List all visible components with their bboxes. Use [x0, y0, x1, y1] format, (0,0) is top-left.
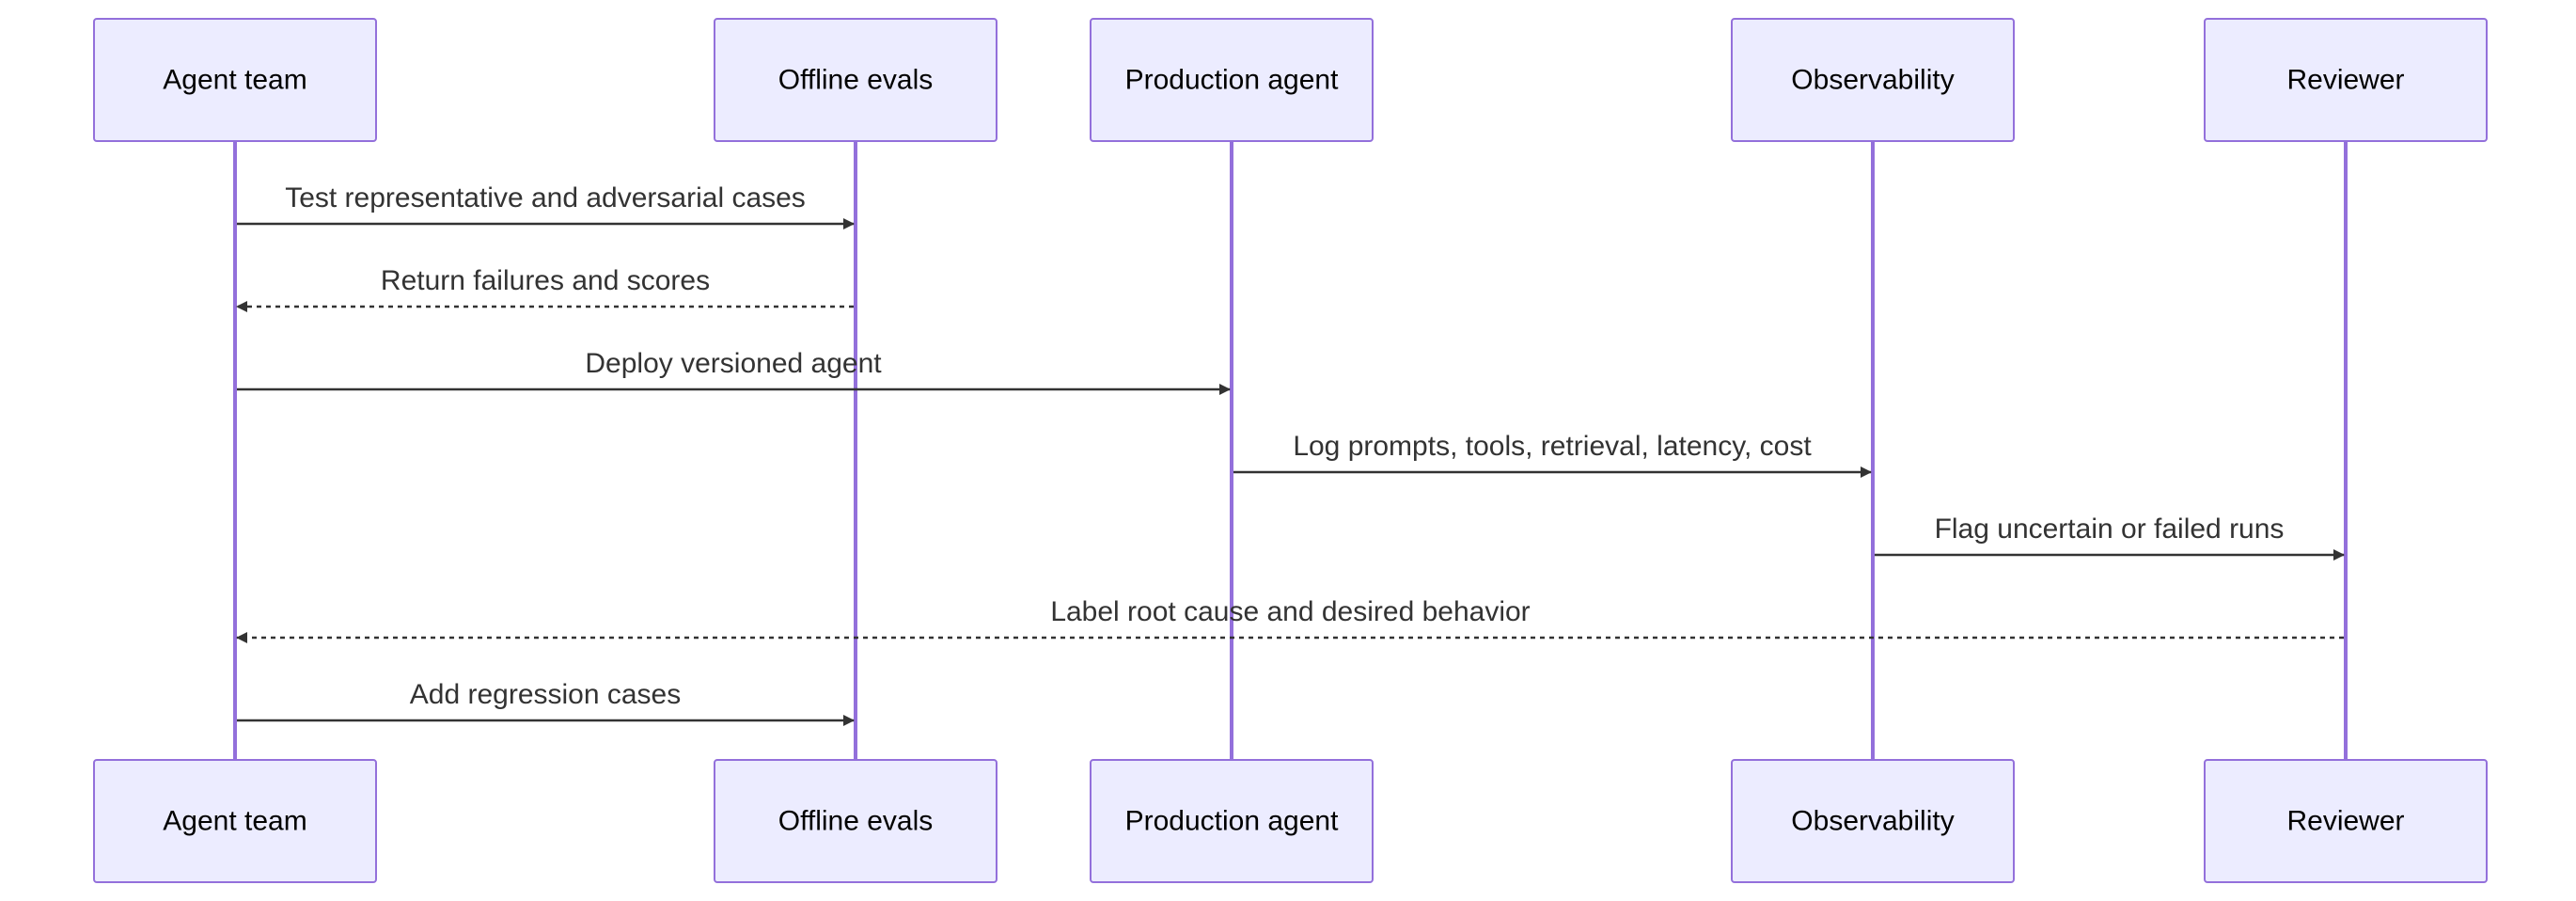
message-2: Return failures and scores: [236, 265, 854, 312]
participant-box: [1090, 18, 1374, 142]
participant-label: Agent team: [163, 806, 306, 837]
message-label: Test representative and adversarial case…: [285, 182, 806, 213]
participant-agent-team-bottom: Agent team: [93, 759, 377, 883]
participant-label: Observability: [1791, 65, 1954, 96]
participant-label: Observability: [1791, 806, 1954, 837]
message-1: Test representative and adversarial case…: [237, 182, 855, 229]
participant-box: [93, 18, 377, 142]
participant-label: Offline evals: [778, 65, 934, 96]
message-label: Return failures and scores: [381, 265, 710, 296]
participant-reviewer-bottom: Reviewer: [2204, 759, 2488, 883]
message-6: Label root cause and desired behavior: [236, 596, 2344, 643]
message-label: Log prompts, tools, retrieval, latency, …: [1293, 431, 1812, 462]
message-5: Flag uncertain or failed runs: [1875, 514, 2345, 561]
participant-label: Offline evals: [778, 806, 934, 837]
participant-box: [1731, 18, 2015, 142]
participant-label: Agent team: [163, 65, 306, 96]
participant-offline-evals-top: Offline evals: [714, 18, 997, 142]
participant-label: Production agent: [1125, 806, 1339, 837]
participant-box: [2204, 18, 2488, 142]
participant-box: [2204, 759, 2488, 883]
message-label: Label root cause and desired behavior: [1050, 596, 1530, 627]
participant-label: Reviewer: [2286, 65, 2404, 96]
participant-box: [714, 759, 997, 883]
message-label: Flag uncertain or failed runs: [1935, 514, 2285, 545]
participant-agent-team-top: Agent team: [93, 18, 377, 142]
participants-top: Agent team Offline evals Production agent O…: [93, 18, 2488, 142]
message-4: Log prompts, tools, retrieval, latency, …: [1233, 431, 1872, 478]
participant-label: Production agent: [1125, 65, 1339, 96]
participant-box: [1731, 759, 2015, 883]
participant-box: [93, 759, 377, 883]
participant-box: [714, 18, 997, 142]
message-label: Add regression cases: [410, 679, 682, 710]
message-7: Add regression cases: [237, 679, 855, 726]
participant-reviewer-top: Reviewer: [2204, 18, 2488, 142]
participant-label: Reviewer: [2286, 806, 2404, 837]
message-3: Deploy versioned agent: [237, 348, 1231, 395]
messages: Test representative and adversarial case…: [236, 182, 2345, 726]
participants-bottom: Agent team Offline evals Production agent O…: [93, 759, 2488, 883]
participant-offline-evals-bottom: Offline evals: [714, 759, 997, 883]
lifelines: [233, 141, 2348, 760]
participant-observability-top: Observability: [1731, 18, 2015, 142]
message-label: Deploy versioned agent: [585, 348, 882, 379]
participant-observability-bottom: Observability: [1731, 759, 2015, 883]
participant-box: [1090, 759, 1374, 883]
participant-production-agent-top: Production agent: [1090, 18, 1374, 142]
participant-production-agent-bottom: Production agent: [1090, 759, 1374, 883]
